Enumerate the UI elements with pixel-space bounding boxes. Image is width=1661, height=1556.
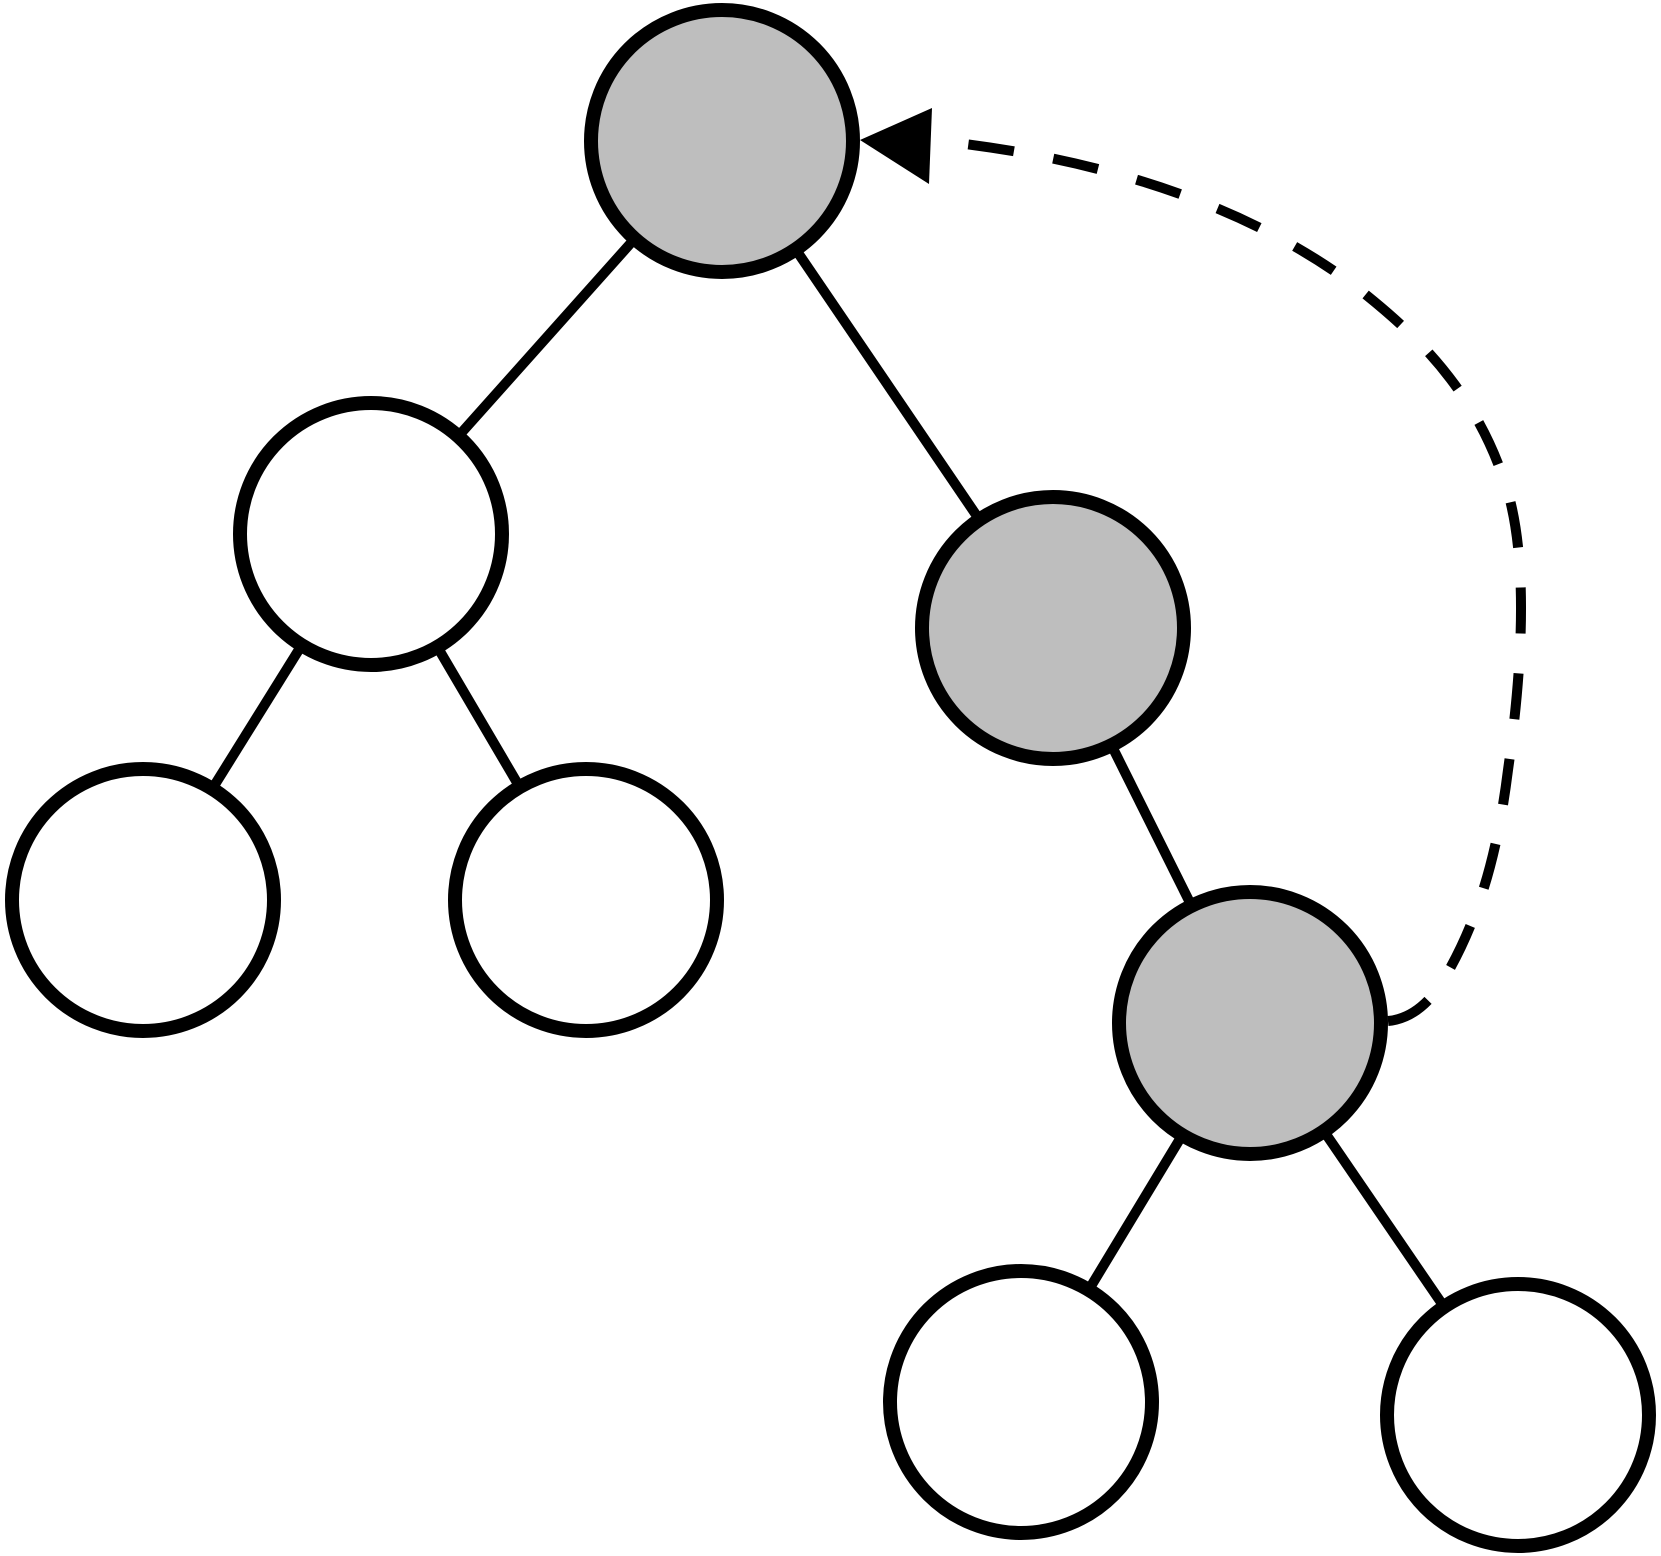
dashed-arrow bbox=[860, 108, 1527, 1026]
edge-root-to-right-child bbox=[791, 246, 984, 523]
node-left-right-leaf bbox=[448, 762, 724, 1038]
node-right-child bbox=[915, 490, 1191, 766]
node-right-right-left-leaf bbox=[883, 1264, 1159, 1540]
edge-right-right-node-to-right-right-left-leaf bbox=[1084, 1132, 1187, 1293]
node-right-right-right-leaf bbox=[1380, 1277, 1656, 1553]
edge-right-child-to-right-right-node bbox=[1106, 742, 1197, 909]
edge-left-child-to-left-right-leaf bbox=[433, 644, 524, 790]
edge-root-to-left-child bbox=[454, 235, 639, 440]
edge-right-right-node-to-right-right-right-leaf bbox=[1319, 1128, 1449, 1310]
node-left-left-leaf bbox=[5, 762, 281, 1038]
edges-layer bbox=[208, 235, 1449, 1310]
edge-left-child-to-left-left-leaf bbox=[208, 642, 306, 792]
node-right-right-node bbox=[1112, 885, 1388, 1161]
node-left-child bbox=[233, 396, 509, 672]
node-root bbox=[584, 3, 860, 279]
dashed-back-arrow-path bbox=[929, 135, 1527, 1026]
nodes-layer bbox=[5, 3, 1656, 1553]
arrow-head-icon bbox=[860, 108, 932, 184]
